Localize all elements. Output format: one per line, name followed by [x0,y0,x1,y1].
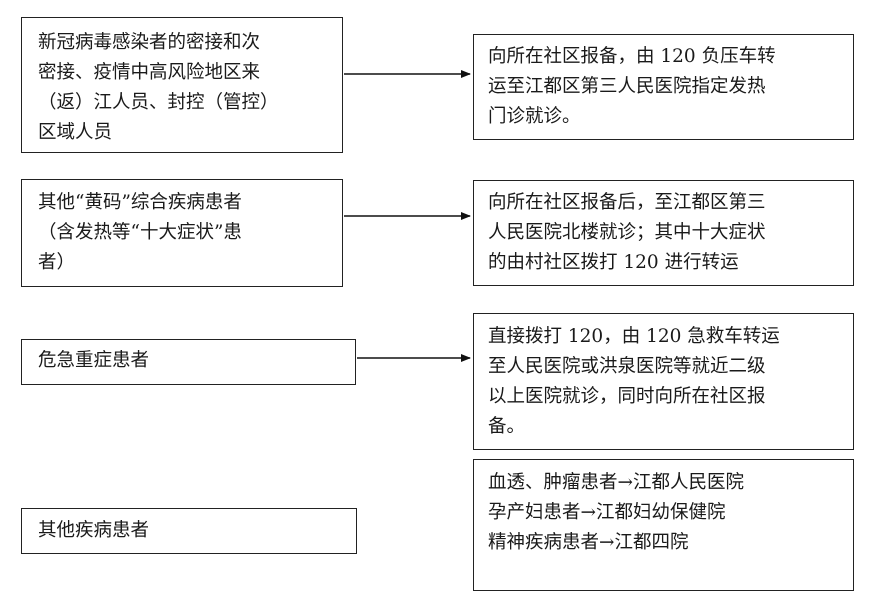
source-box-critical: 危急重症患者 [21,339,356,385]
box-line: 向所在社区报备后，至江都区第三 [488,192,766,213]
source-box-yellow-code: 其他“黄码”综合疾病患者 （含发热等“十大症状”患 者） [21,179,343,287]
action-box-yellow-code: 向所在社区报备后，至江都区第三 人民医院北楼就诊；其中十大症状 的由村社区拨打 … [473,180,854,286]
action-box-close-contacts: 向所在社区报备，由 120 负压车转 运至江都区第三人民医院指定发热 门诊就诊。 [473,34,854,140]
box-line: （含发热等“十大症状”患 [38,222,242,243]
box-line: 者） [38,252,76,273]
action-box-other-diseases: 血透、肿瘤患者→江都人民医院 孕产妇患者→江都妇幼保健院 精神疾病患者→江都四院 [473,459,854,591]
box-line: 密接、疫情中高风险地区来 [38,62,261,83]
box-line: 区域人员 [38,122,113,143]
box-line: （返）江人员、封控（管控） [38,92,279,113]
box-line: 门诊就诊。 [488,106,581,127]
box-line: 运至江都区第三人民医院指定发热 [488,76,766,97]
box-line: 危急重症患者 [38,350,150,371]
box-line: 其他疾病患者 [38,520,150,541]
box-line: 人民医院北楼就诊；其中十大症状 [488,222,766,243]
box-line: 的由村社区拨打 120 进行转运 [488,252,739,273]
box-line: 以上医院就诊，同时向所在社区报 [488,386,766,407]
box-line: 至人民医院或洪泉医院等就近二级 [488,356,766,377]
box-line: 直接拨打 120，由 120 急救车转运 [488,326,780,347]
box-line: 其他“黄码”综合疾病患者 [38,192,242,213]
box-line: 备。 [488,416,526,437]
box-line: 新冠病毒感染者的密接和次 [38,32,261,53]
action-box-critical: 直接拨打 120，由 120 急救车转运 至人民医院或洪泉医院等就近二级 以上医… [473,313,854,450]
source-box-other-diseases: 其他疾病患者 [21,508,357,554]
box-line: 孕产妇患者→江都妇幼保健院 [488,502,726,523]
box-line: 向所在社区报备，由 120 负压车转 [488,46,776,67]
source-box-close-contacts: 新冠病毒感染者的密接和次 密接、疫情中高风险地区来 （返）江人员、封控（管控） … [21,17,343,153]
box-line: 血透、肿瘤患者→江都人民医院 [488,472,745,493]
box-line: 精神疾病患者→江都四院 [488,532,689,553]
